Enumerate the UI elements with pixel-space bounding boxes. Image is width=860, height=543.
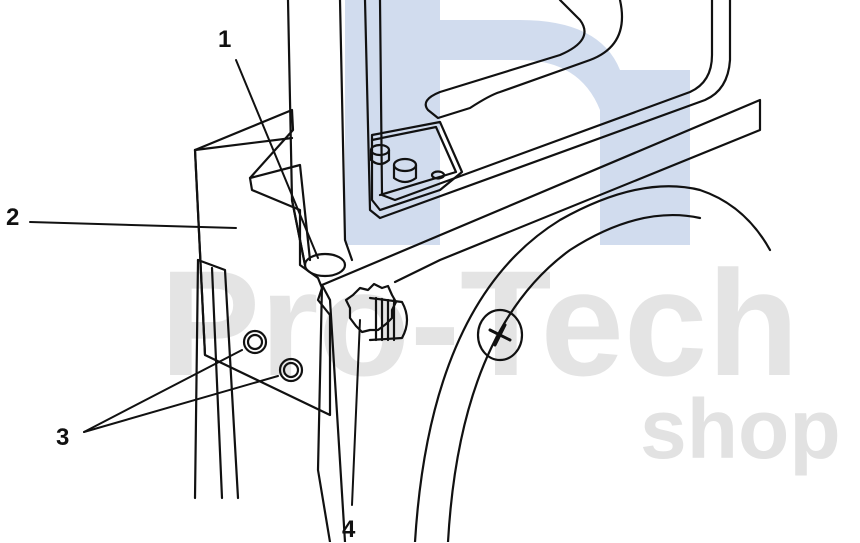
bracket-screw-2 bbox=[278, 357, 304, 383]
leader-3a bbox=[83, 349, 243, 433]
clamp-plate bbox=[370, 120, 464, 212]
bracket-screw-1 bbox=[242, 329, 268, 355]
leader-3b bbox=[83, 375, 279, 433]
watermark-blue-mark bbox=[345, 0, 690, 245]
threaded-stud bbox=[368, 296, 409, 342]
star-washer bbox=[344, 282, 398, 334]
wheel-outline bbox=[413, 185, 772, 542]
front-panel bbox=[320, 98, 762, 287]
watermark-text-shop: shop bbox=[640, 382, 841, 476]
leader-4 bbox=[351, 319, 361, 506]
wheel-screw bbox=[476, 308, 524, 362]
top-frame bbox=[363, 0, 732, 220]
leader-2 bbox=[29, 221, 237, 229]
callout-label-2: 2 bbox=[6, 204, 20, 231]
callout-label-1: 1 bbox=[218, 26, 232, 53]
machine-drawing bbox=[29, 0, 772, 542]
handle bbox=[424, 0, 624, 120]
callout-label-3: 3 bbox=[56, 424, 70, 451]
callout-label-4: 4 bbox=[342, 516, 356, 543]
watermark-logo bbox=[345, 0, 690, 245]
pivot-collar bbox=[303, 252, 347, 278]
leader-1 bbox=[235, 59, 319, 259]
